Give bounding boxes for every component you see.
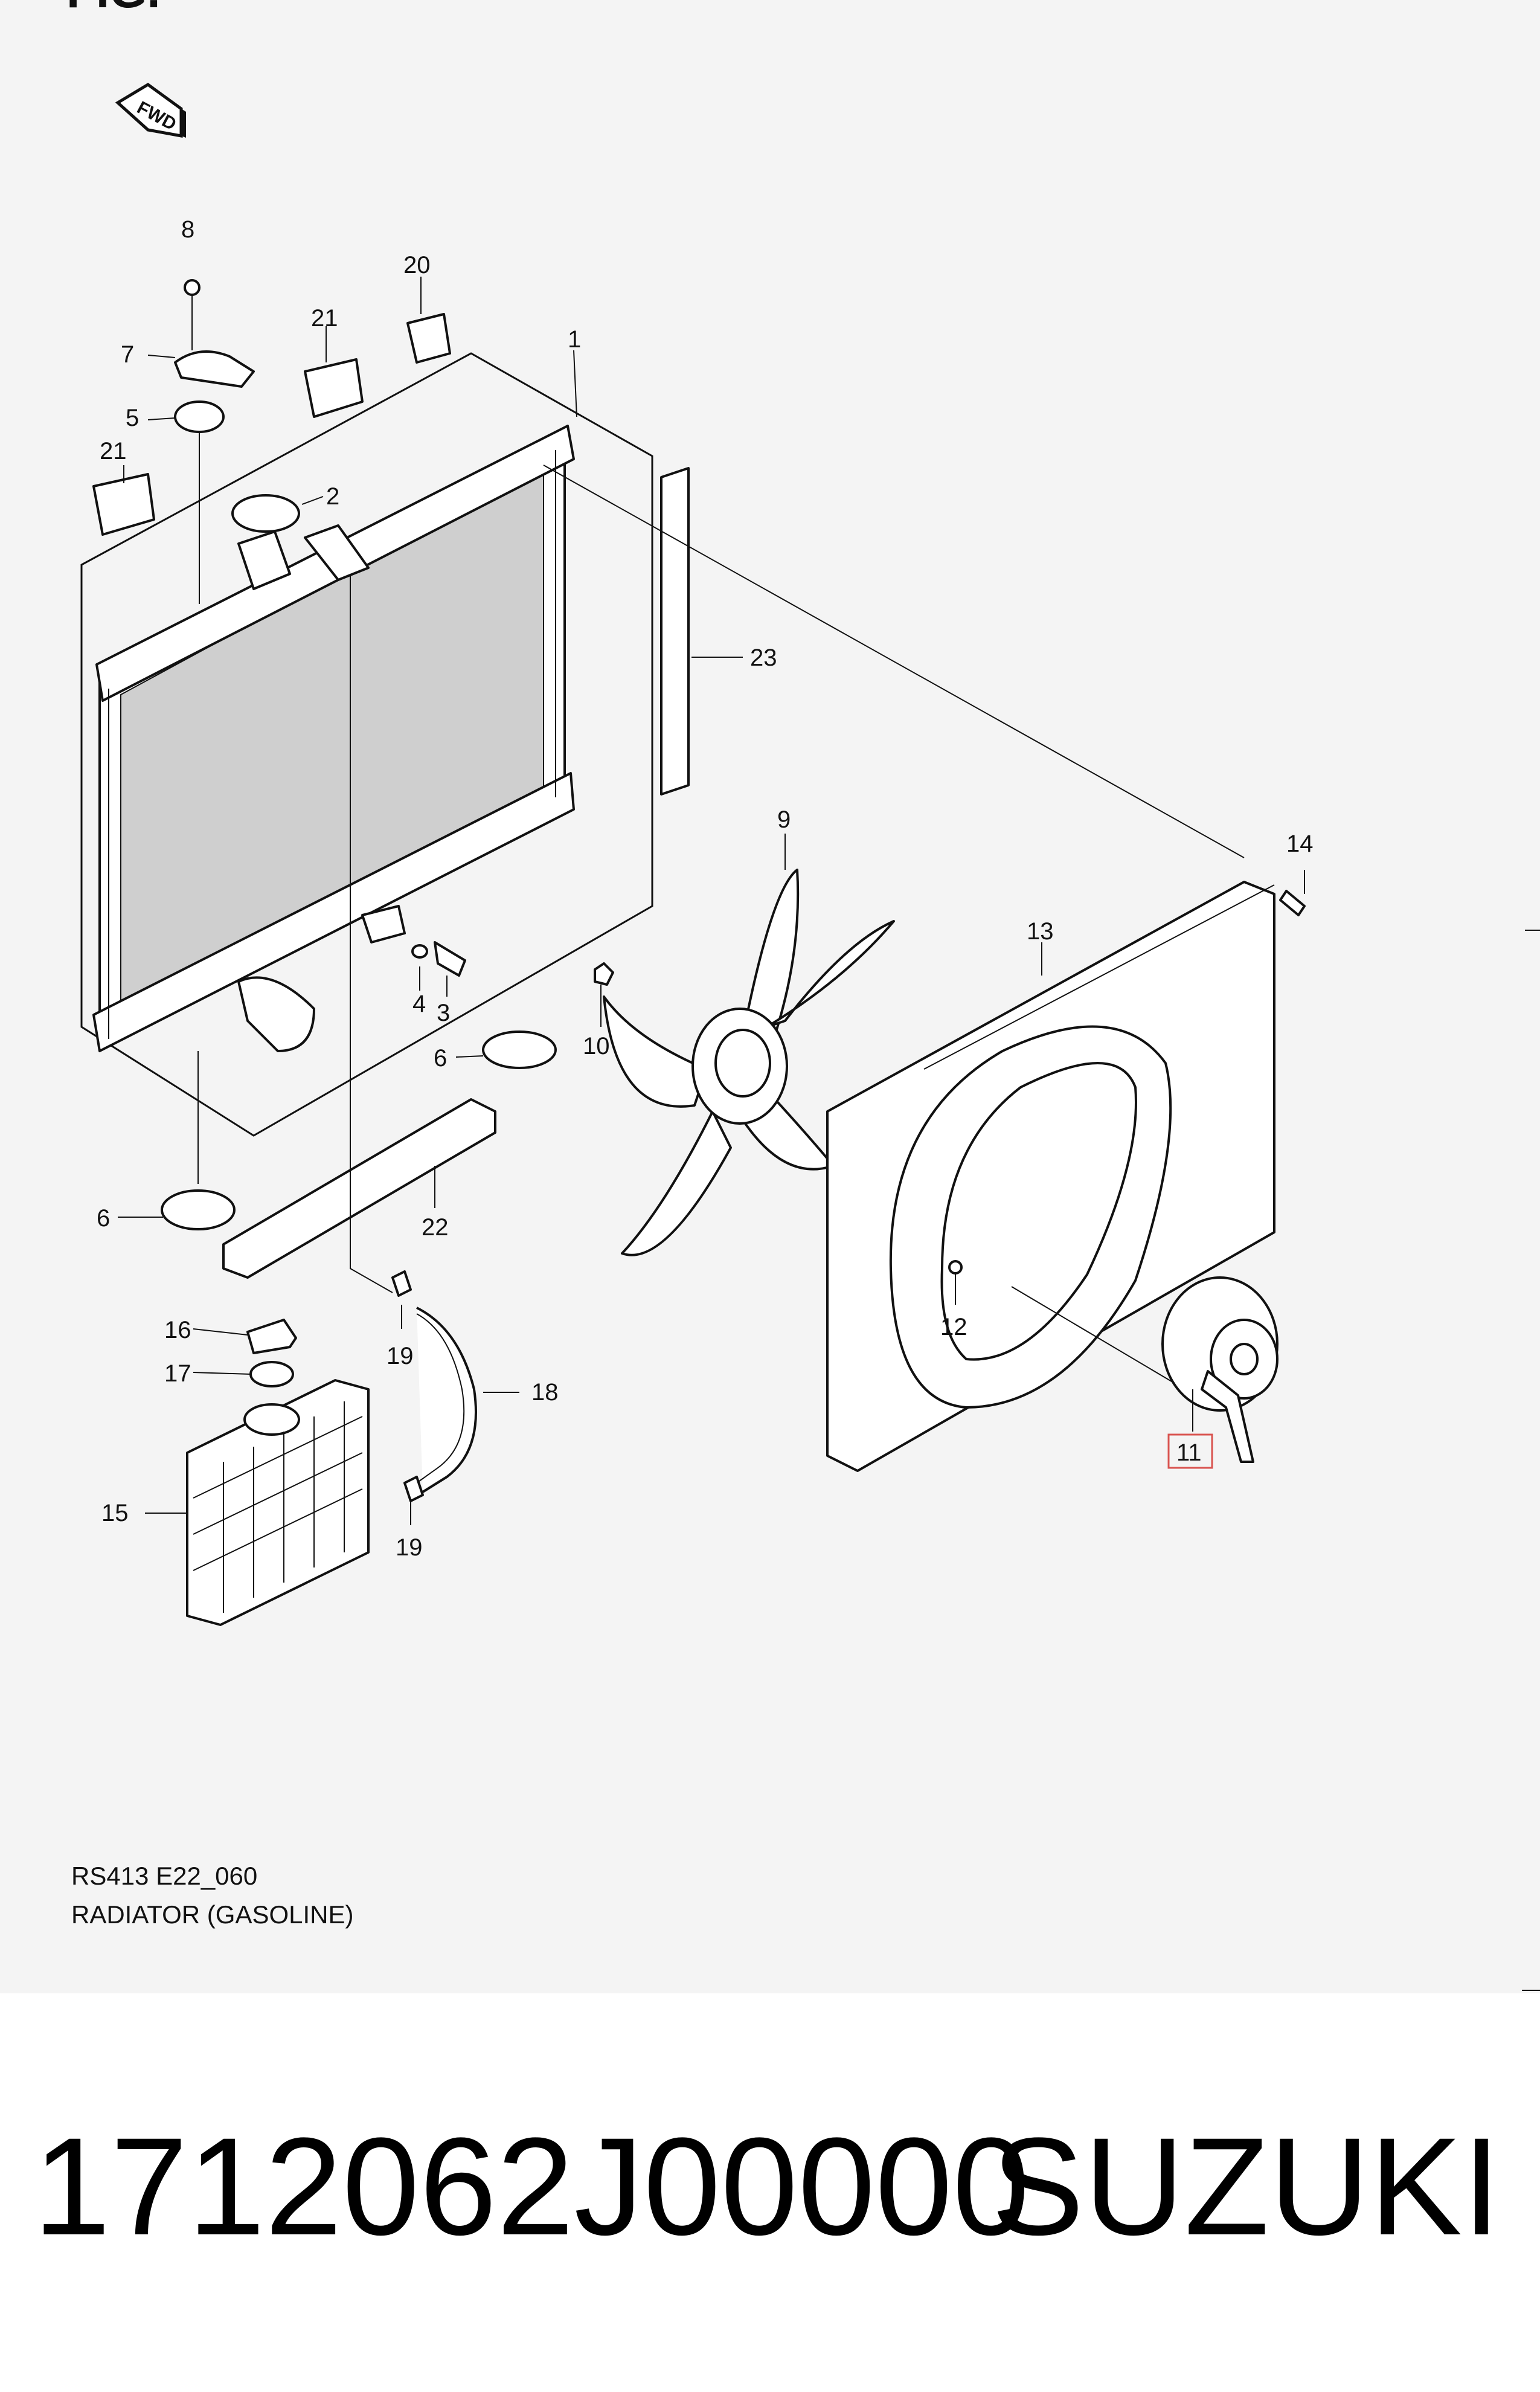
bracket-7 bbox=[174, 350, 255, 388]
diagram-panel: FIG. FWD bbox=[0, 0, 1540, 1993]
cooling-fan-9 bbox=[603, 869, 895, 1256]
callout-7: 7 bbox=[121, 341, 134, 368]
fan-motor-11 bbox=[1161, 1276, 1279, 1463]
callout-4: 4 bbox=[412, 991, 426, 1017]
callout-6-left: 6 bbox=[97, 1205, 110, 1232]
footer: 1712062J00000 SUZUKI bbox=[33, 2109, 1507, 2264]
screw-12 bbox=[948, 1260, 963, 1275]
callout-3: 3 bbox=[437, 1000, 450, 1026]
fan-shroud-13 bbox=[826, 881, 1275, 1472]
callout-19-lower: 19 bbox=[396, 1534, 423, 1561]
clamp-19-upper bbox=[391, 1270, 412, 1297]
callout-5: 5 bbox=[126, 405, 139, 431]
bolt-8-icon bbox=[184, 279, 201, 296]
clamp-19-lower bbox=[403, 1476, 424, 1502]
seal-23 bbox=[660, 467, 690, 796]
brand-name: SUZUKI bbox=[991, 2109, 1501, 2264]
callout-11: 11 bbox=[1176, 1439, 1202, 1466]
fig-label: FIG. bbox=[66, 0, 161, 18]
radiator-cap-icon bbox=[231, 494, 300, 533]
callout-16: 16 bbox=[164, 1317, 191, 1343]
parts-diagram: FIG. FWD bbox=[66, 0, 1540, 1991]
callout-8: 8 bbox=[181, 216, 194, 243]
callout-19-upper: 19 bbox=[387, 1343, 414, 1369]
callout-21-top: 21 bbox=[311, 305, 338, 332]
diagram-title: RADIATOR (GASOLINE) bbox=[71, 1900, 354, 1929]
callout-10: 10 bbox=[583, 1033, 610, 1059]
callout-15: 15 bbox=[101, 1500, 129, 1526]
callout-22: 22 bbox=[422, 1214, 449, 1241]
o-ring-4 bbox=[411, 944, 428, 959]
screw-14 bbox=[1279, 890, 1306, 916]
mount-cushion-6-right bbox=[482, 1030, 557, 1069]
mount-bushing-5 bbox=[174, 400, 225, 433]
part-number: 1712062J00000 bbox=[33, 2109, 1030, 2264]
callout-21-left: 21 bbox=[100, 438, 127, 465]
radiator-assembly bbox=[80, 352, 653, 1137]
callout-12: 12 bbox=[940, 1314, 967, 1340]
upper-hose-neck bbox=[304, 524, 370, 581]
callout-2: 2 bbox=[326, 483, 339, 510]
mount-cushion-6-left bbox=[161, 1189, 236, 1230]
callout-6-right: 6 bbox=[434, 1045, 447, 1072]
cushion-block-21-top bbox=[304, 358, 364, 418]
callout-23: 23 bbox=[750, 645, 777, 671]
callout-17: 17 bbox=[164, 1360, 191, 1387]
callout-20: 20 bbox=[403, 252, 431, 278]
drain-plug-3 bbox=[434, 941, 466, 977]
lower-hose-neck bbox=[237, 976, 315, 1052]
cushion-block-20 bbox=[406, 313, 451, 364]
callout-18: 18 bbox=[531, 1379, 559, 1406]
callout-1: 1 bbox=[568, 326, 581, 353]
callout-11-highlight bbox=[1167, 1433, 1213, 1469]
filler-neck bbox=[237, 530, 291, 590]
callout-13: 13 bbox=[1027, 918, 1054, 945]
cushion-block-21-left bbox=[92, 473, 155, 536]
diagram-code: RS413 E22_060 bbox=[71, 1862, 258, 1890]
callout-14: 14 bbox=[1286, 831, 1314, 857]
lower-outlet bbox=[361, 905, 406, 944]
seal-22 bbox=[222, 1098, 496, 1279]
reservoir-cap-16 bbox=[246, 1319, 297, 1354]
hose-18 bbox=[416, 1307, 477, 1493]
callout-9: 9 bbox=[777, 806, 791, 833]
fwd-arrow-icon: FWD bbox=[115, 83, 186, 138]
gasket-17 bbox=[249, 1361, 294, 1387]
nut-10 bbox=[594, 962, 614, 986]
reservoir-tank-15 bbox=[186, 1379, 370, 1626]
